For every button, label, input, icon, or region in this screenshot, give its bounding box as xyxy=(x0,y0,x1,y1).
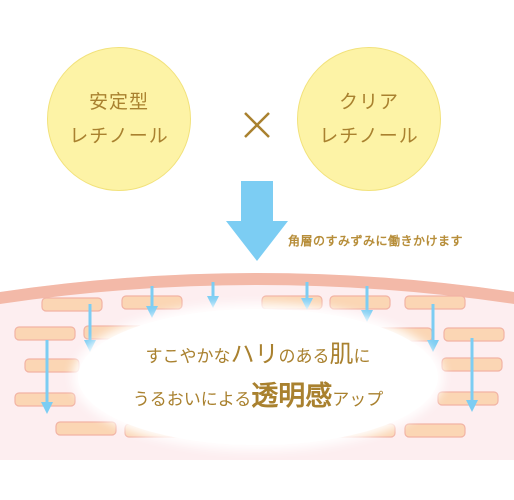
stable-retinol-circle: 安定型 レチノール xyxy=(47,47,191,191)
caption-text: 角層のすみずみに働きかけます xyxy=(288,234,464,248)
benefit-message: すこやかなハリのある肌に うるおいによる透明感アップ xyxy=(78,309,438,445)
message-line-2: うるおいによる透明感アップ xyxy=(132,381,384,412)
circle-left-line1: 安定型 xyxy=(88,91,149,113)
arrow-down-icon xyxy=(226,181,288,261)
clear-retinol-circle: クリア レチノール xyxy=(297,47,441,191)
circle-right-line1: クリア xyxy=(338,91,399,113)
circle-left-line2: レチノール xyxy=(69,125,169,147)
message-line-1: すこやかなハリのある肌に xyxy=(145,340,371,368)
multiply-icon xyxy=(244,112,270,138)
circle-right-line2: レチノール xyxy=(319,125,419,147)
